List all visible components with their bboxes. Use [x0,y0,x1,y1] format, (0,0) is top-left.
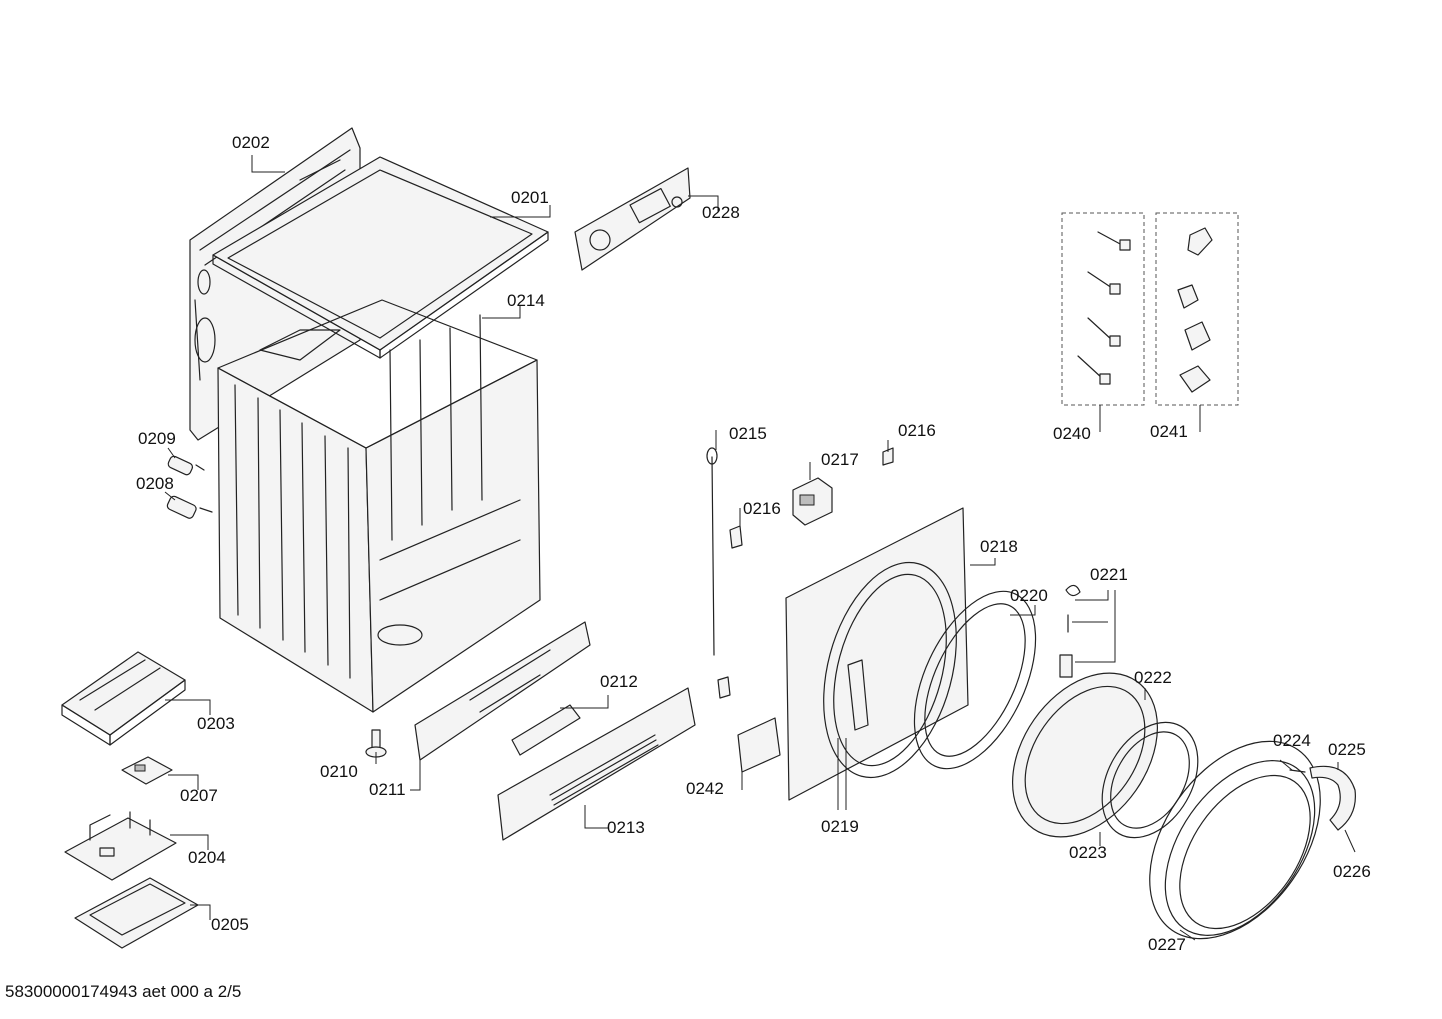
callout-0216-top: 0216 [898,421,936,440]
callout-0207: 0207 [180,786,218,805]
callout-0223: 0223 [1069,843,1107,862]
callout-0217: 0217 [821,450,859,469]
door-handle [1289,765,1356,831]
callout-0210: 0210 [320,762,358,781]
power-module-0204 [64,811,177,881]
callout-0228: 0228 [702,203,740,222]
leader-lines [164,155,1356,941]
callout-0203: 0203 [197,714,235,733]
callout-0214: 0214 [507,291,545,310]
clip-0216-left [729,525,743,549]
door-glass-bowl [1011,672,1159,838]
suppressor-0208 [166,495,213,519]
callout-labels: 0202 0201 0228 0214 0209 0208 0203 0207 … [136,133,1371,954]
clip-0216-top [882,447,894,466]
callout-0202: 0202 [232,133,270,152]
kit-box-0240 [1061,212,1145,406]
cabinet-housing [217,299,541,713]
callout-0215: 0215 [729,424,767,443]
suppressor-0209 [167,455,205,476]
cable-rod [706,447,718,656]
door-gasket-ring [913,590,1037,770]
door-hinge-parts [1059,584,1081,678]
callout-0204: 0204 [188,848,226,867]
callout-0212: 0212 [600,672,638,691]
callout-0209: 0209 [138,429,176,448]
callout-0213: 0213 [607,818,645,837]
clip-lower [717,676,731,699]
callout-0211: 0211 [369,780,406,799]
base-panel [497,687,696,841]
callout-0201: 0201 [511,188,549,207]
callout-0221: 0221 [1090,565,1128,584]
callout-0219: 0219 [821,817,859,836]
document-number: 58300000174943 aet 000 a 2/5 [5,982,242,1001]
callout-0216-left: 0216 [743,499,781,518]
kickboard-0211 [414,621,591,761]
callout-0240: 0240 [1053,424,1091,443]
callout-0225: 0225 [1328,740,1366,759]
callout-0208: 0208 [136,474,174,493]
top-lid [212,156,549,359]
callout-0241: 0241 [1150,422,1188,441]
front-panel [785,507,969,801]
electronic-module-0207 [121,756,173,785]
control-panel-fascia [574,167,691,271]
callout-0224: 0224 [1273,731,1311,750]
callout-0227: 0227 [1148,935,1186,954]
module-tray-0205 [74,877,199,949]
kit-box-0241 [1155,212,1239,406]
service-flap [511,704,581,756]
callout-0222: 0222 [1134,668,1172,687]
callout-0226: 0226 [1333,862,1371,881]
callout-0220: 0220 [1010,586,1048,605]
callout-0205: 0205 [211,915,249,934]
detergent-drawer [61,651,186,746]
callout-0242: 0242 [686,779,724,798]
callout-0218: 0218 [980,537,1018,556]
insulation-pad [737,717,781,773]
door-lock [792,477,833,526]
door-outer-frame [1149,740,1321,940]
